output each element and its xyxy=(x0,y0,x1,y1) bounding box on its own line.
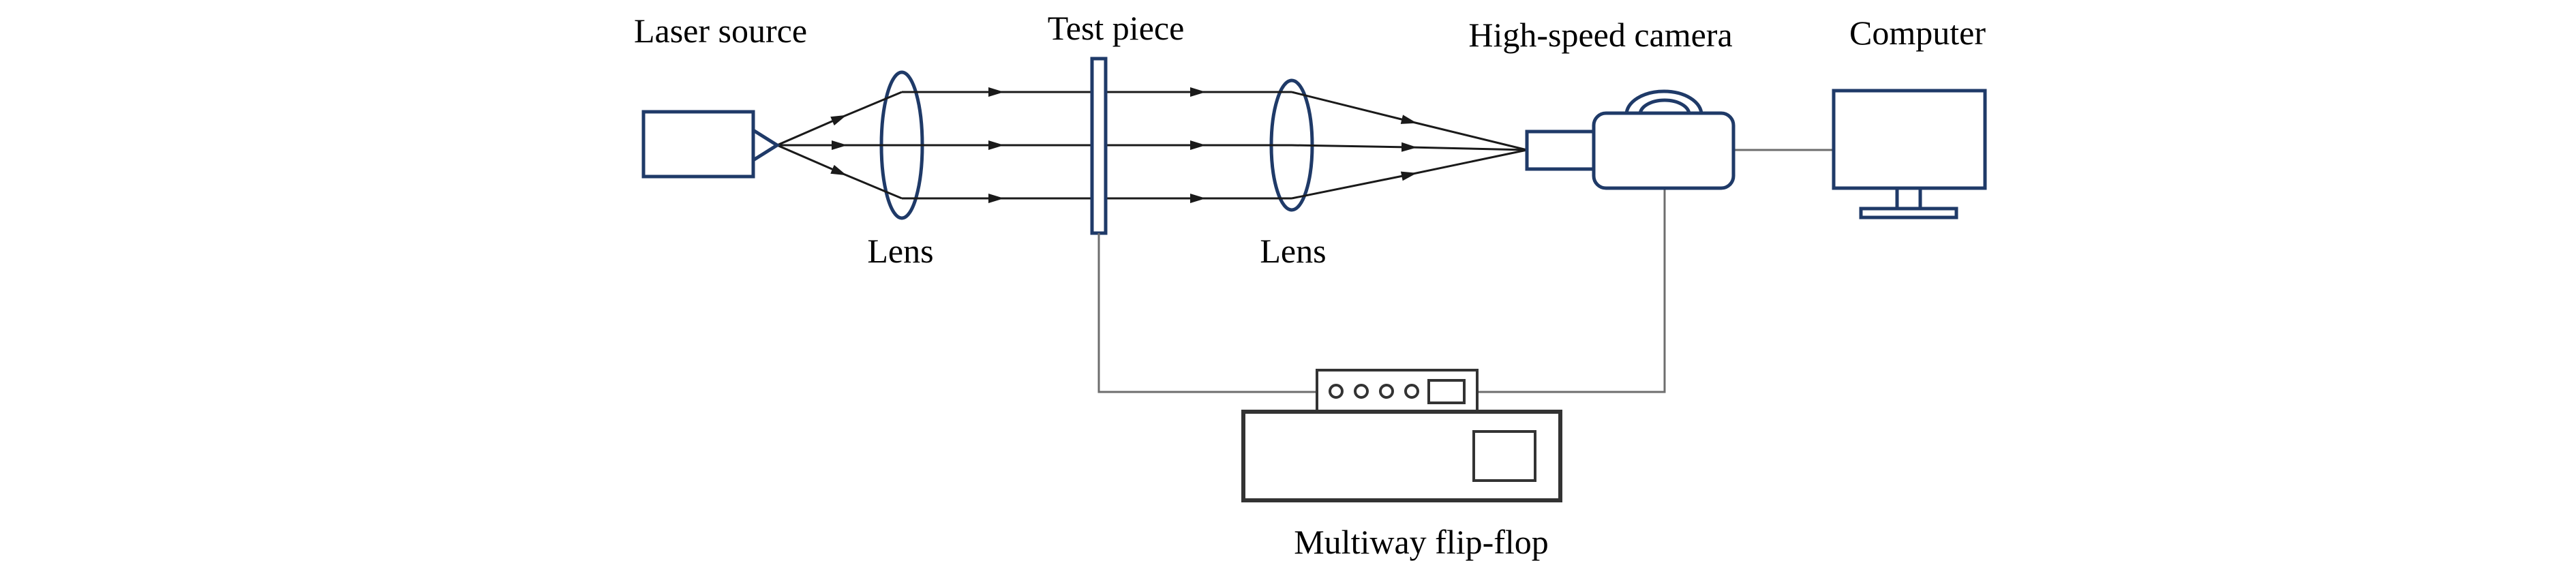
connector-camera-to-flipflop xyxy=(1477,188,1666,393)
camera-body xyxy=(1592,111,1736,190)
lens-right-label: Lens xyxy=(1260,232,1326,270)
high-speed-camera-label: High-speed camera xyxy=(1468,16,1732,54)
laser-source-device xyxy=(641,110,781,179)
flipflop-indicator-3 xyxy=(1379,384,1394,399)
computer-monitor xyxy=(1832,89,1987,190)
beam-ray-converging-middle xyxy=(1291,142,1528,152)
multiway-flip-flop-device xyxy=(1241,369,1562,502)
laser-source-label: Laser source xyxy=(634,12,807,50)
lens-left-label: Lens xyxy=(867,232,933,270)
computer-device xyxy=(1832,89,1987,219)
flipflop-indicator-4 xyxy=(1404,384,1419,399)
laser-beam-rays xyxy=(776,87,1528,203)
camera-lens-barrel xyxy=(1525,130,1597,171)
computer-base xyxy=(1859,207,1958,219)
flipflop-small-display xyxy=(1427,379,1466,404)
high-speed-camera-device xyxy=(1525,89,1736,190)
multiway-flip-flop-label: Multiway flip-flop xyxy=(1294,523,1549,561)
test-piece-plate xyxy=(1090,57,1108,235)
computer-label: Computer xyxy=(1849,14,1986,52)
connector-testpiece-to-flipflop xyxy=(1097,233,1317,393)
camera-top-arc-inner xyxy=(1638,98,1691,115)
flipflop-indicator-1 xyxy=(1329,384,1344,399)
beam-ray-diverging-bottom xyxy=(776,144,903,200)
beam-ray-diverging-top xyxy=(776,91,903,147)
test-piece-label: Test piece xyxy=(1048,9,1185,47)
flipflop-indicator-2 xyxy=(1354,384,1369,399)
camera-top-arc-outer xyxy=(1624,89,1703,115)
computer-stand xyxy=(1895,186,1922,211)
flipflop-main-display xyxy=(1472,430,1536,482)
beam-ray-converging-top xyxy=(1291,91,1528,151)
laser-source-body xyxy=(641,110,755,179)
laser-emitter-tip xyxy=(751,127,781,164)
beam-ray-converging-bottom xyxy=(1291,149,1528,200)
